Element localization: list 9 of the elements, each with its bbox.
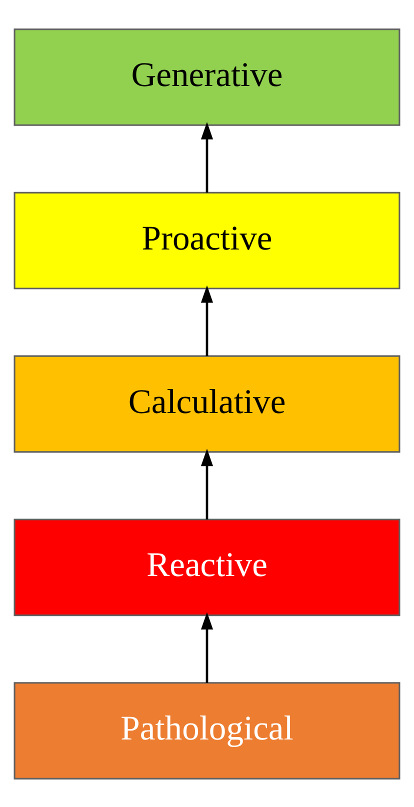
node-box: Pathological [14,682,400,779]
node-box: Calculative [14,354,400,452]
arrow [200,284,214,356]
arrow [200,448,214,519]
node-box: Generative [14,28,400,126]
node-box: Reactive [14,518,400,616]
arrow [200,122,214,192]
arrow [200,612,214,682]
node-box: Proactive [14,191,400,289]
